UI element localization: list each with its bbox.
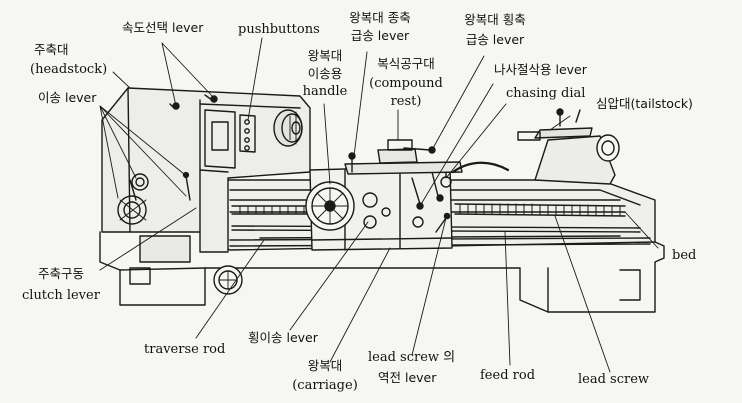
label-cross-feed-1: 왕복대 횡축 xyxy=(464,12,526,27)
label-cross-feed-2: 급송 lever xyxy=(465,32,525,47)
label-compound-1: 복식공구대 xyxy=(377,56,435,71)
label-headstock-en: (headstock) xyxy=(30,62,108,77)
label-long-feed-1: 왕복대 종축 xyxy=(349,10,411,25)
label-compound-3: rest) xyxy=(390,94,422,109)
motor-dial xyxy=(213,265,243,295)
lathe-base xyxy=(99,231,665,313)
label-carriage-handle-1: 왕복대 xyxy=(307,48,343,63)
label-pushbuttons: pushbuttons xyxy=(238,22,320,37)
label-clutch-1: 주축구동 xyxy=(38,266,85,281)
label-headstock-ko: 주축대 xyxy=(34,42,69,57)
label-compound-2: (compound xyxy=(369,76,443,91)
carriage xyxy=(305,139,510,251)
label-feed-rod: feed rod xyxy=(480,368,536,383)
label-clutch-2: clutch lever xyxy=(22,288,100,303)
label-carriage-handle-3: handle xyxy=(302,84,348,99)
label-shift-lever: 이송 lever xyxy=(38,90,97,105)
label-bed: bed xyxy=(672,248,697,263)
label-long-feed-2: 급송 lever xyxy=(350,28,410,43)
leader-lines xyxy=(99,37,659,373)
tailstock xyxy=(517,108,620,185)
label-carriage-1: 왕복대 xyxy=(307,358,343,373)
label-speed-lever: 속도선택 lever xyxy=(122,20,204,35)
label-thread-lever: 나사절삭용 lever xyxy=(494,62,587,77)
label-cross-lever: 횡이송 lever xyxy=(248,330,318,345)
label-traverse-rod: traverse rod xyxy=(144,342,226,357)
label-tailstock: 심압대(tailstock) xyxy=(596,96,693,111)
label-chasing-dial: chasing dial xyxy=(506,86,586,101)
label-lead-screw: lead screw xyxy=(578,372,650,387)
label-carriage-handle-2: 이송용 xyxy=(307,66,343,81)
label-reverse-2: 역전 lever xyxy=(378,370,437,385)
label-reverse-1: lead screw 의 xyxy=(368,350,456,365)
label-carriage-2: (carriage) xyxy=(292,378,358,393)
